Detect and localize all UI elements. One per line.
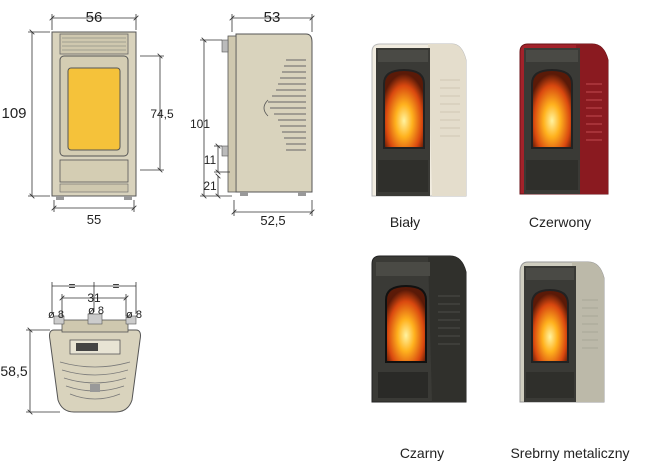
variant-label-czarny: Czarny [399,445,445,461]
side-height-label: 101 [190,117,210,131]
stove-photo-czarny [371,255,467,403]
pipe-left-label: ø 8 [48,309,64,321]
side-view-dimensions [200,14,312,216]
variant-label-srebrny: Srebrny metaliczny [510,445,630,461]
front-view-drawing [51,31,137,200]
spacing-right-label: = [112,279,119,293]
front-height-label: 109 [1,105,26,122]
stove-photo-srebrny [519,261,605,403]
stove-photo-czerwony [519,43,609,195]
pipe-center-label: ø 8 [88,305,104,317]
top-view-drawing [49,313,141,413]
outlet-height-label: 21 [203,179,217,193]
variant-label-bialy: Biały [389,214,421,230]
top-depth-label: 58,5 [0,363,27,379]
variant-label-czerwony: Czerwony [528,214,592,230]
side-depth-label: 53 [264,9,281,26]
front-view-dimensions [28,14,164,212]
top-view-dimensions [26,282,137,412]
side-view-drawing [221,33,313,196]
stove-photo-bialy [371,43,467,197]
inlet-height-label: 11 [204,153,217,167]
spacing-left-label: = [68,279,75,293]
base-width-label: 55 [87,212,101,227]
door-height-label: 74,5 [150,107,174,121]
front-width-label: 56 [86,9,103,26]
base-depth-label: 52,5 [260,213,285,228]
pipe-right-label: ø 8 [126,309,142,321]
center-distance-label: 31 [87,291,101,305]
